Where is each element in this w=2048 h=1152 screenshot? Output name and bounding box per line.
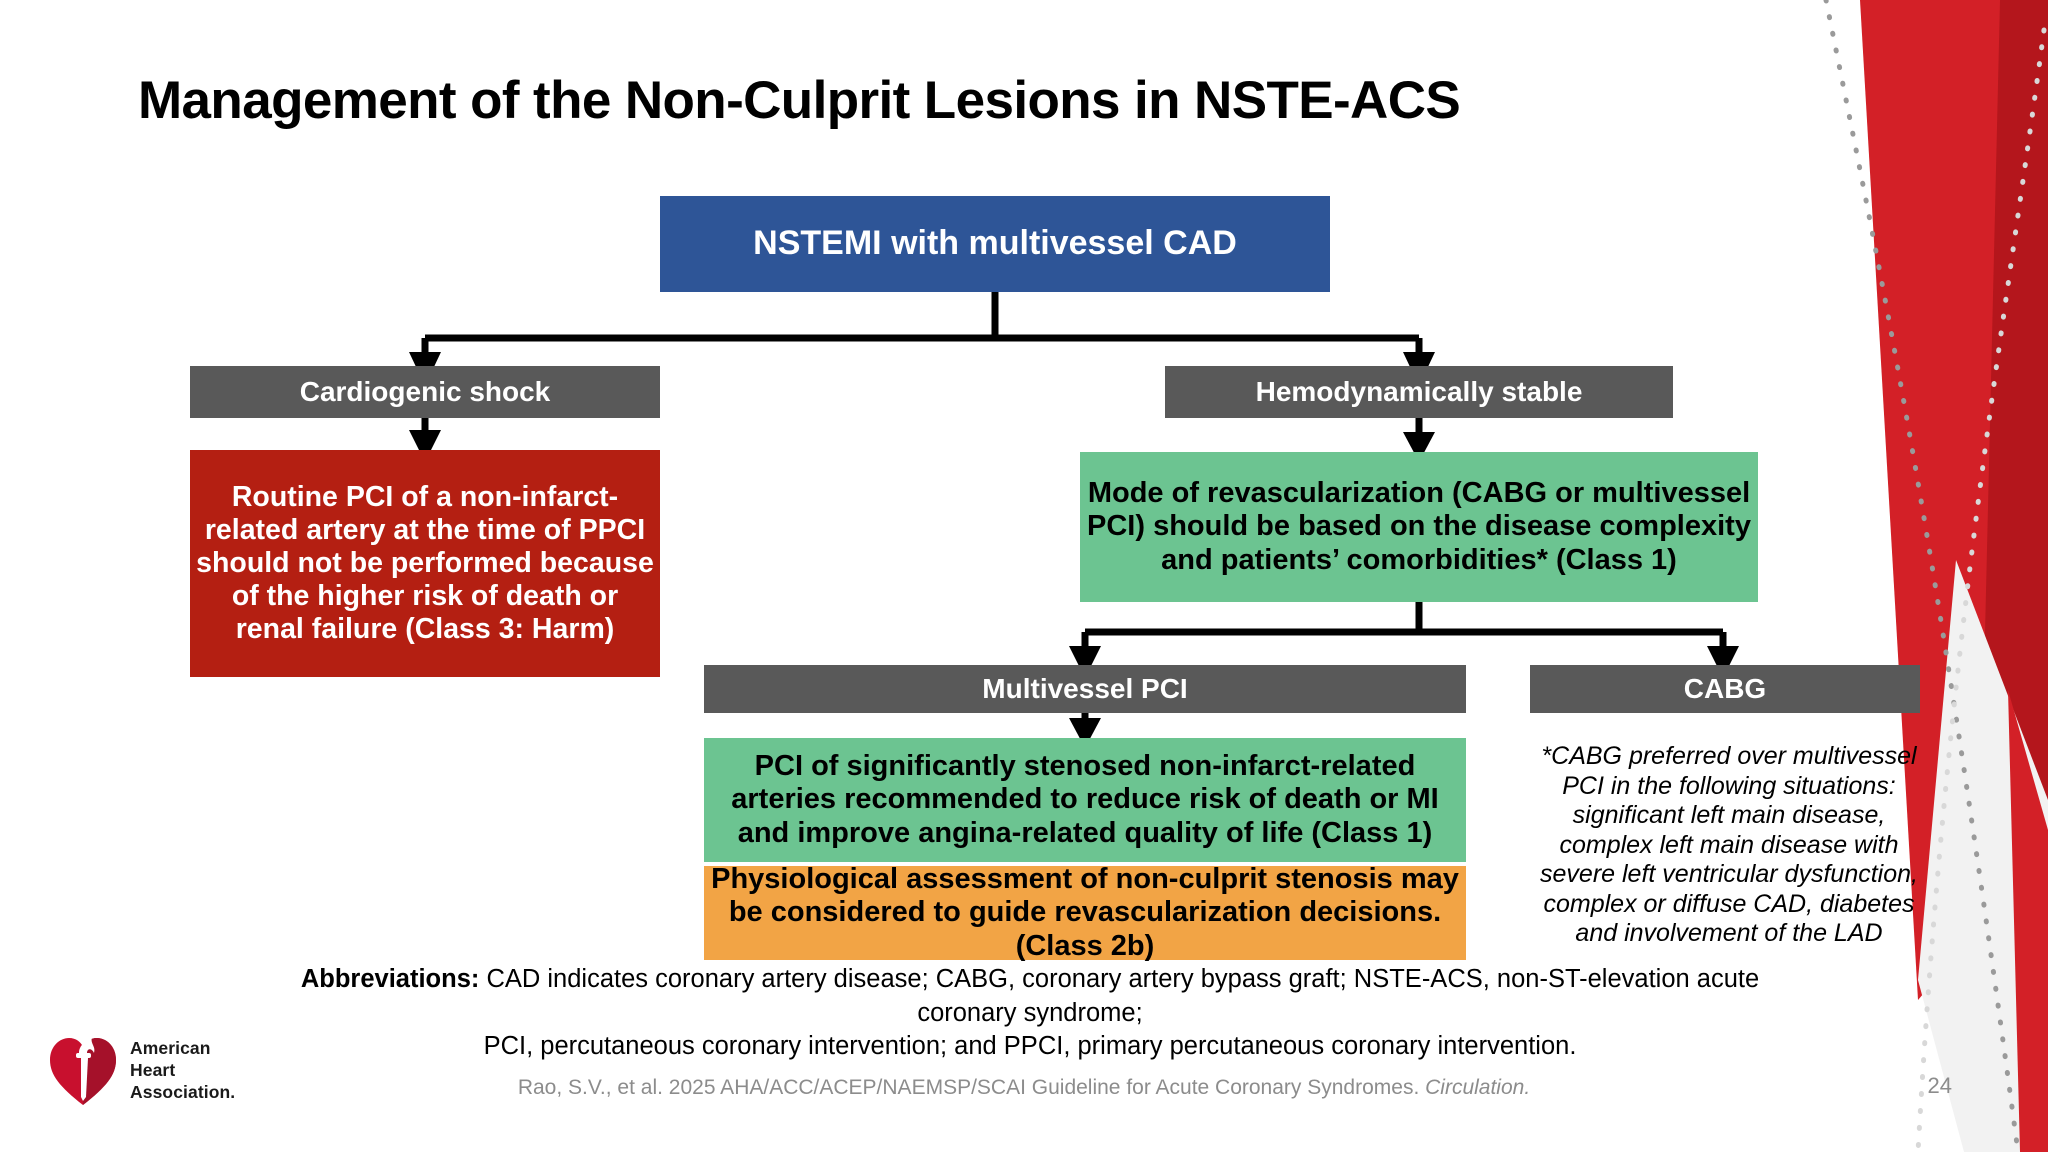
deco-red-shape-2 <box>1982 0 2048 1152</box>
cabg-footnote: *CABG preferred over multivessel PCI in … <box>1540 742 1918 947</box>
flow-node-mode-of-revascularization-label: Mode of revascularization (CABG or multi… <box>1087 476 1751 576</box>
flow-node-physiological-assessment-label: Physiological assessment of non-culprit … <box>711 862 1459 962</box>
citation: Rao, S.V., et al. 2025 AHA/ACC/ACEP/NAEM… <box>0 1076 2048 1100</box>
flow-node-cabg[interactable]: CABG <box>1530 665 1920 713</box>
aha-torch-flame <box>79 1037 95 1053</box>
abbreviations-line-3: PCI, percutaneous coronary intervention;… <box>483 1032 1577 1061</box>
abbreviations-line-2: coronary syndrome; <box>917 998 1143 1027</box>
aha-wordmark-line-3: Association. <box>130 1081 236 1102</box>
aha-torch-crossbar <box>76 1053 91 1058</box>
flow-node-routine-pci-harm-label: Routine PCI of a non-infarct-related art… <box>196 480 654 646</box>
american-heart-association-logo: American Heart Association. <box>48 1025 258 1117</box>
flow-node-pci-stenosed-arteries[interactable]: PCI of significantly stenosed non-infarc… <box>704 738 1466 862</box>
citation-journal: Circulation. <box>1425 1076 1531 1099</box>
aha-heart-torch-icon <box>50 1037 116 1105</box>
page-title: Management of the Non-Culprit Lesions in… <box>138 71 1461 130</box>
aha-wordmark-line-1: American <box>130 1038 211 1059</box>
abbreviations-text-1: CAD indicates coronary artery disease; C… <box>479 965 1760 993</box>
flow-node-cardiogenic-shock[interactable]: Cardiogenic shock <box>190 366 660 418</box>
aha-wordmark: American Heart Association. <box>130 1038 235 1103</box>
corner-deco-svg <box>1823 0 2048 1152</box>
decorative-corner-graphic <box>1768 0 2048 1152</box>
flow-node-hemodynamically-stable-label: Hemodynamically stable <box>1255 375 1583 407</box>
aha-wordmark-line-2: Heart <box>130 1060 176 1081</box>
deco-white-sliver <box>1918 560 2048 1152</box>
flow-node-pci-stenosed-arteries-label: PCI of significantly stenosed non-infarc… <box>731 749 1439 849</box>
flow-node-multivessel-pci[interactable]: Multivessel PCI <box>704 665 1466 713</box>
deco-dotted-curve-left <box>1823 0 2021 1152</box>
flow-node-hemodynamically-stable[interactable]: Hemodynamically stable <box>1165 366 1673 418</box>
citation-text: Rao, S.V., et al. 2025 AHA/ACC/ACEP/NAEM… <box>517 1076 1426 1099</box>
deco-dotted-curve-right <box>1915 27 2047 1152</box>
aha-torch-handle <box>81 1058 88 1101</box>
deco-grey-wedge <box>1918 0 2048 1152</box>
abbreviations-lead: Abbreviations: <box>300 965 480 993</box>
flow-node-nstemi[interactable]: NSTEMI with multivessel CAD <box>660 196 1330 292</box>
flow-node-cardiogenic-shock-label: Cardiogenic shock <box>299 375 551 407</box>
flow-node-multivessel-pci-label: Multivessel PCI <box>982 672 1188 704</box>
flow-node-routine-pci-harm[interactable]: Routine PCI of a non-infarct-related art… <box>190 450 660 677</box>
page-number: 24 <box>1927 1073 1952 1098</box>
abbreviations-block: Abbreviations: CAD indicates coronary ar… <box>250 963 1810 1064</box>
aha-heart-shadow <box>83 1038 116 1105</box>
flow-node-nstemi-label: NSTEMI with multivessel CAD <box>753 224 1237 263</box>
flow-node-physiological-assessment[interactable]: Physiological assessment of non-culprit … <box>704 863 1466 962</box>
flow-node-mode-of-revascularization[interactable]: Mode of revascularization (CABG or multi… <box>1080 452 1758 602</box>
flow-node-cabg-label: CABG <box>1683 672 1767 704</box>
abbreviations-line-1: Abbreviations: CAD indicates coronary ar… <box>250 963 1810 997</box>
